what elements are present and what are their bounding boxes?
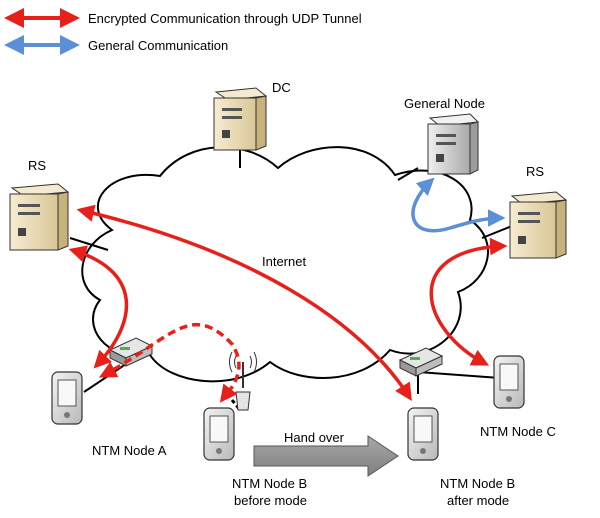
- hand-over-arrow: [253, 435, 399, 477]
- ntm-node-b-before-label-2: before mode: [234, 493, 307, 508]
- general-node-label: General Node: [404, 96, 485, 111]
- general-node-server-icon: [427, 113, 480, 175]
- dc-label: DC: [272, 80, 291, 95]
- ntm-node-b-after-label-1: NTM Node B: [440, 476, 515, 491]
- ntm-node-b-after-phone-icon: [407, 407, 439, 461]
- ntm-node-b-after-label-2: after mode: [447, 493, 509, 508]
- internet-label: Internet: [262, 254, 306, 269]
- general-arrow: [411, 177, 506, 233]
- legend-general: General Communication: [4, 35, 228, 55]
- rs-left-label: RS: [28, 158, 46, 173]
- ntm-node-c-label: NTM Node C: [480, 424, 556, 439]
- hand-over-label: Hand over: [284, 430, 345, 445]
- ntm-node-c-phone-icon: [493, 355, 525, 409]
- rs-right-server-icon: [509, 191, 568, 259]
- ntm-node-b-before-phone-icon: [203, 407, 235, 461]
- encrypted-arrows: [68, 204, 508, 403]
- ntm-node-b-before-label-1: NTM Node B: [232, 476, 307, 491]
- legend-encrypted-label: Encrypted Communication through UDP Tunn…: [88, 11, 362, 26]
- legend-encrypted: Encrypted Communication through UDP Tunn…: [4, 8, 362, 28]
- rs-right-label: RS: [526, 164, 544, 179]
- legend: Encrypted Communication through UDP Tunn…: [4, 8, 362, 55]
- rs-left-server-icon: [9, 183, 70, 251]
- ntm-node-a-phone-icon: [51, 371, 83, 425]
- ntm-node-a-label: NTM Node A: [92, 443, 167, 458]
- dc-server-icon: [213, 87, 268, 151]
- legend-general-label: General Communication: [88, 38, 228, 53]
